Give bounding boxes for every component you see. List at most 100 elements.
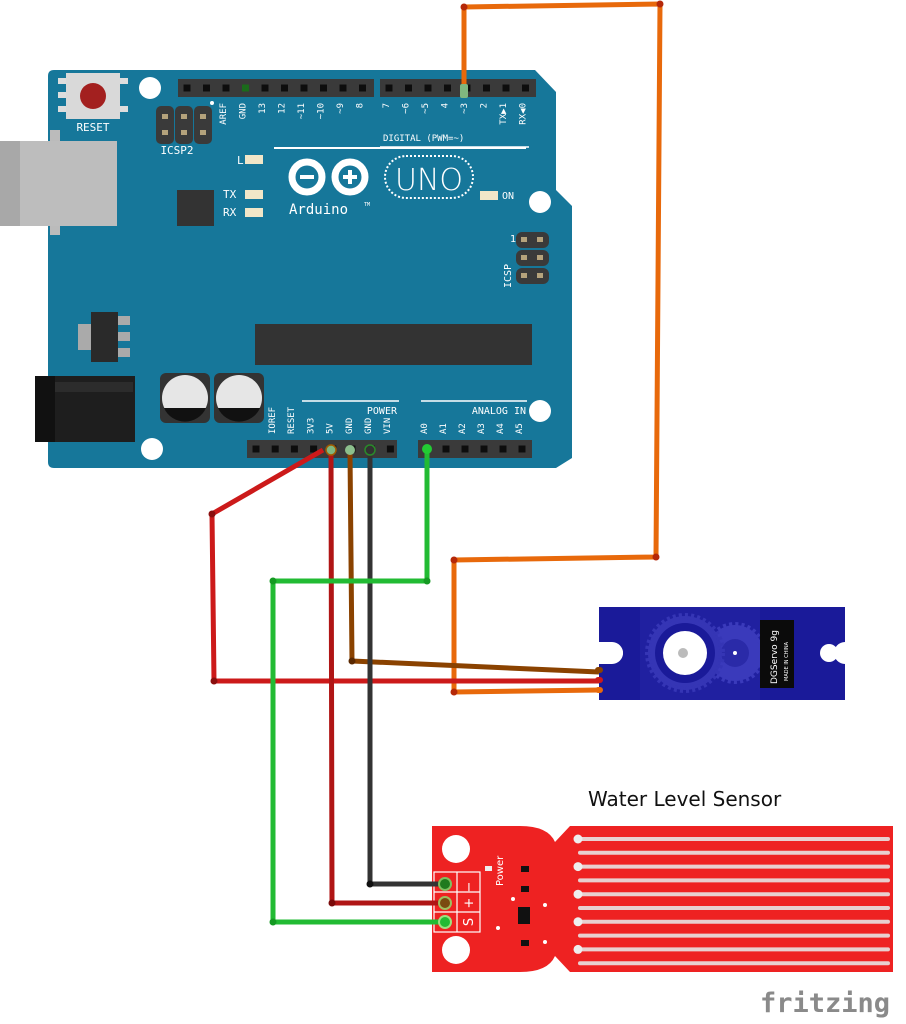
reset-button[interactable] xyxy=(58,73,128,119)
header-pin[interactable] xyxy=(461,445,469,453)
header-pin[interactable] xyxy=(483,84,490,92)
header-pin[interactable] xyxy=(424,84,432,92)
pin-label: AREF xyxy=(219,103,229,125)
pin-label: 4 xyxy=(441,103,451,108)
pin-label-minus: − xyxy=(462,882,477,893)
header-pin[interactable] xyxy=(281,84,288,92)
model-label: UNO xyxy=(395,163,463,198)
header-pin[interactable] xyxy=(183,84,191,92)
pin-label: ~3 xyxy=(460,103,470,114)
header-pin[interactable] xyxy=(444,84,451,92)
water-level-sensor: − + S Power xyxy=(432,826,893,972)
header-pin[interactable] xyxy=(385,84,393,92)
pin-label: A3 xyxy=(477,423,487,434)
digital-header-left xyxy=(178,79,374,97)
capacitor xyxy=(160,373,210,423)
pin-label: 2 xyxy=(480,103,490,108)
header-pin[interactable] xyxy=(442,445,450,453)
pin-label: RX◀0 xyxy=(519,103,529,125)
pin-label: 5V xyxy=(326,423,336,434)
pin-label: ~11 xyxy=(297,103,307,119)
header-pin[interactable] xyxy=(271,445,279,453)
fritzing-watermark: fritzing xyxy=(760,988,890,1019)
header-pin[interactable] xyxy=(359,84,366,92)
led-on xyxy=(480,191,498,200)
pin-label: A4 xyxy=(496,423,506,434)
analog-label: ANALOG IN xyxy=(472,406,526,417)
servo-model-label: DGServo 9g xyxy=(770,630,780,684)
capacitor xyxy=(214,373,264,423)
wire-joints xyxy=(208,0,664,926)
header-pin[interactable] xyxy=(242,84,249,92)
led-l xyxy=(245,155,263,164)
wire-servo-ground[interactable] xyxy=(347,452,600,675)
header-pin[interactable] xyxy=(222,84,230,92)
header-pin[interactable] xyxy=(320,84,327,92)
servo-origin-label: MADE IN CHINA xyxy=(784,641,790,681)
pin-label: RESET xyxy=(287,406,297,434)
pin-label: GND xyxy=(239,103,249,119)
connected-pins xyxy=(325,84,468,456)
header-pin[interactable] xyxy=(405,84,412,92)
mounting-hole xyxy=(529,191,551,213)
header-pin[interactable] xyxy=(499,445,507,453)
voltage-regulator xyxy=(78,312,130,362)
header-pin[interactable] xyxy=(290,445,298,453)
pin-label: 12 xyxy=(278,103,288,114)
icsp-header xyxy=(516,232,549,284)
pin-label: A1 xyxy=(439,423,449,434)
pin-label: A2 xyxy=(458,423,468,434)
pin-label: A5 xyxy=(515,423,525,434)
wire-servo-power[interactable] xyxy=(209,447,599,684)
header-pin[interactable] xyxy=(518,445,526,453)
power-led-label: Power xyxy=(495,855,506,886)
pin-label: ~9 xyxy=(336,103,346,114)
servo-label-plate xyxy=(760,620,794,688)
led-l-label: L xyxy=(237,154,244,167)
sensor-title: Water Level Sensor xyxy=(588,787,782,811)
power-led xyxy=(485,866,492,871)
trace-pad xyxy=(573,862,583,872)
pin-label: ~5 xyxy=(421,103,431,114)
header-pin[interactable] xyxy=(386,445,394,453)
pin-label: A0 xyxy=(420,423,430,434)
header-pin[interactable] xyxy=(261,84,269,92)
pin-label: 8 xyxy=(356,103,366,108)
mounting-hole xyxy=(141,438,163,460)
wire-sensor-signal[interactable] xyxy=(270,448,445,925)
led-tx xyxy=(245,190,263,199)
brand-label: Arduino xyxy=(289,202,348,218)
pin-label: GND xyxy=(345,418,355,434)
trace-pad xyxy=(573,889,583,899)
led-rx-label: RX xyxy=(223,206,237,219)
digital-header-right xyxy=(380,79,536,97)
gear-icon xyxy=(645,613,725,693)
pin-label: GND xyxy=(364,418,374,434)
pin-header-box xyxy=(433,871,481,933)
analog-header xyxy=(418,440,532,458)
pin-label: IOREF xyxy=(268,407,278,434)
pin-label: 13 xyxy=(258,103,268,114)
pin-label: 3V3 xyxy=(306,418,316,434)
header-pin[interactable] xyxy=(252,445,260,453)
header-pin[interactable] xyxy=(310,445,318,453)
reset-label: RESET xyxy=(76,121,109,134)
mounting-hole xyxy=(139,77,161,99)
icsp2-label: ICSP2 xyxy=(160,144,193,157)
pin-label: 7 xyxy=(382,103,392,108)
header-pin[interactable] xyxy=(339,84,347,92)
header-pin[interactable] xyxy=(203,84,210,92)
led-on-label: ON xyxy=(502,191,514,202)
header-pin[interactable] xyxy=(502,84,510,92)
pin-label: VIN xyxy=(383,418,393,434)
arduino-logo-icon xyxy=(288,158,369,196)
pin-label-signal: S xyxy=(462,918,477,926)
mounting-hole xyxy=(529,400,551,422)
microcontroller-chip xyxy=(255,324,532,365)
header-pin[interactable] xyxy=(300,84,308,92)
servo-motor: DGServo 9g MADE IN CHINA xyxy=(595,607,845,700)
icsp2-header xyxy=(156,101,214,144)
header-pin[interactable] xyxy=(522,84,529,92)
header-pin[interactable] xyxy=(480,445,488,453)
